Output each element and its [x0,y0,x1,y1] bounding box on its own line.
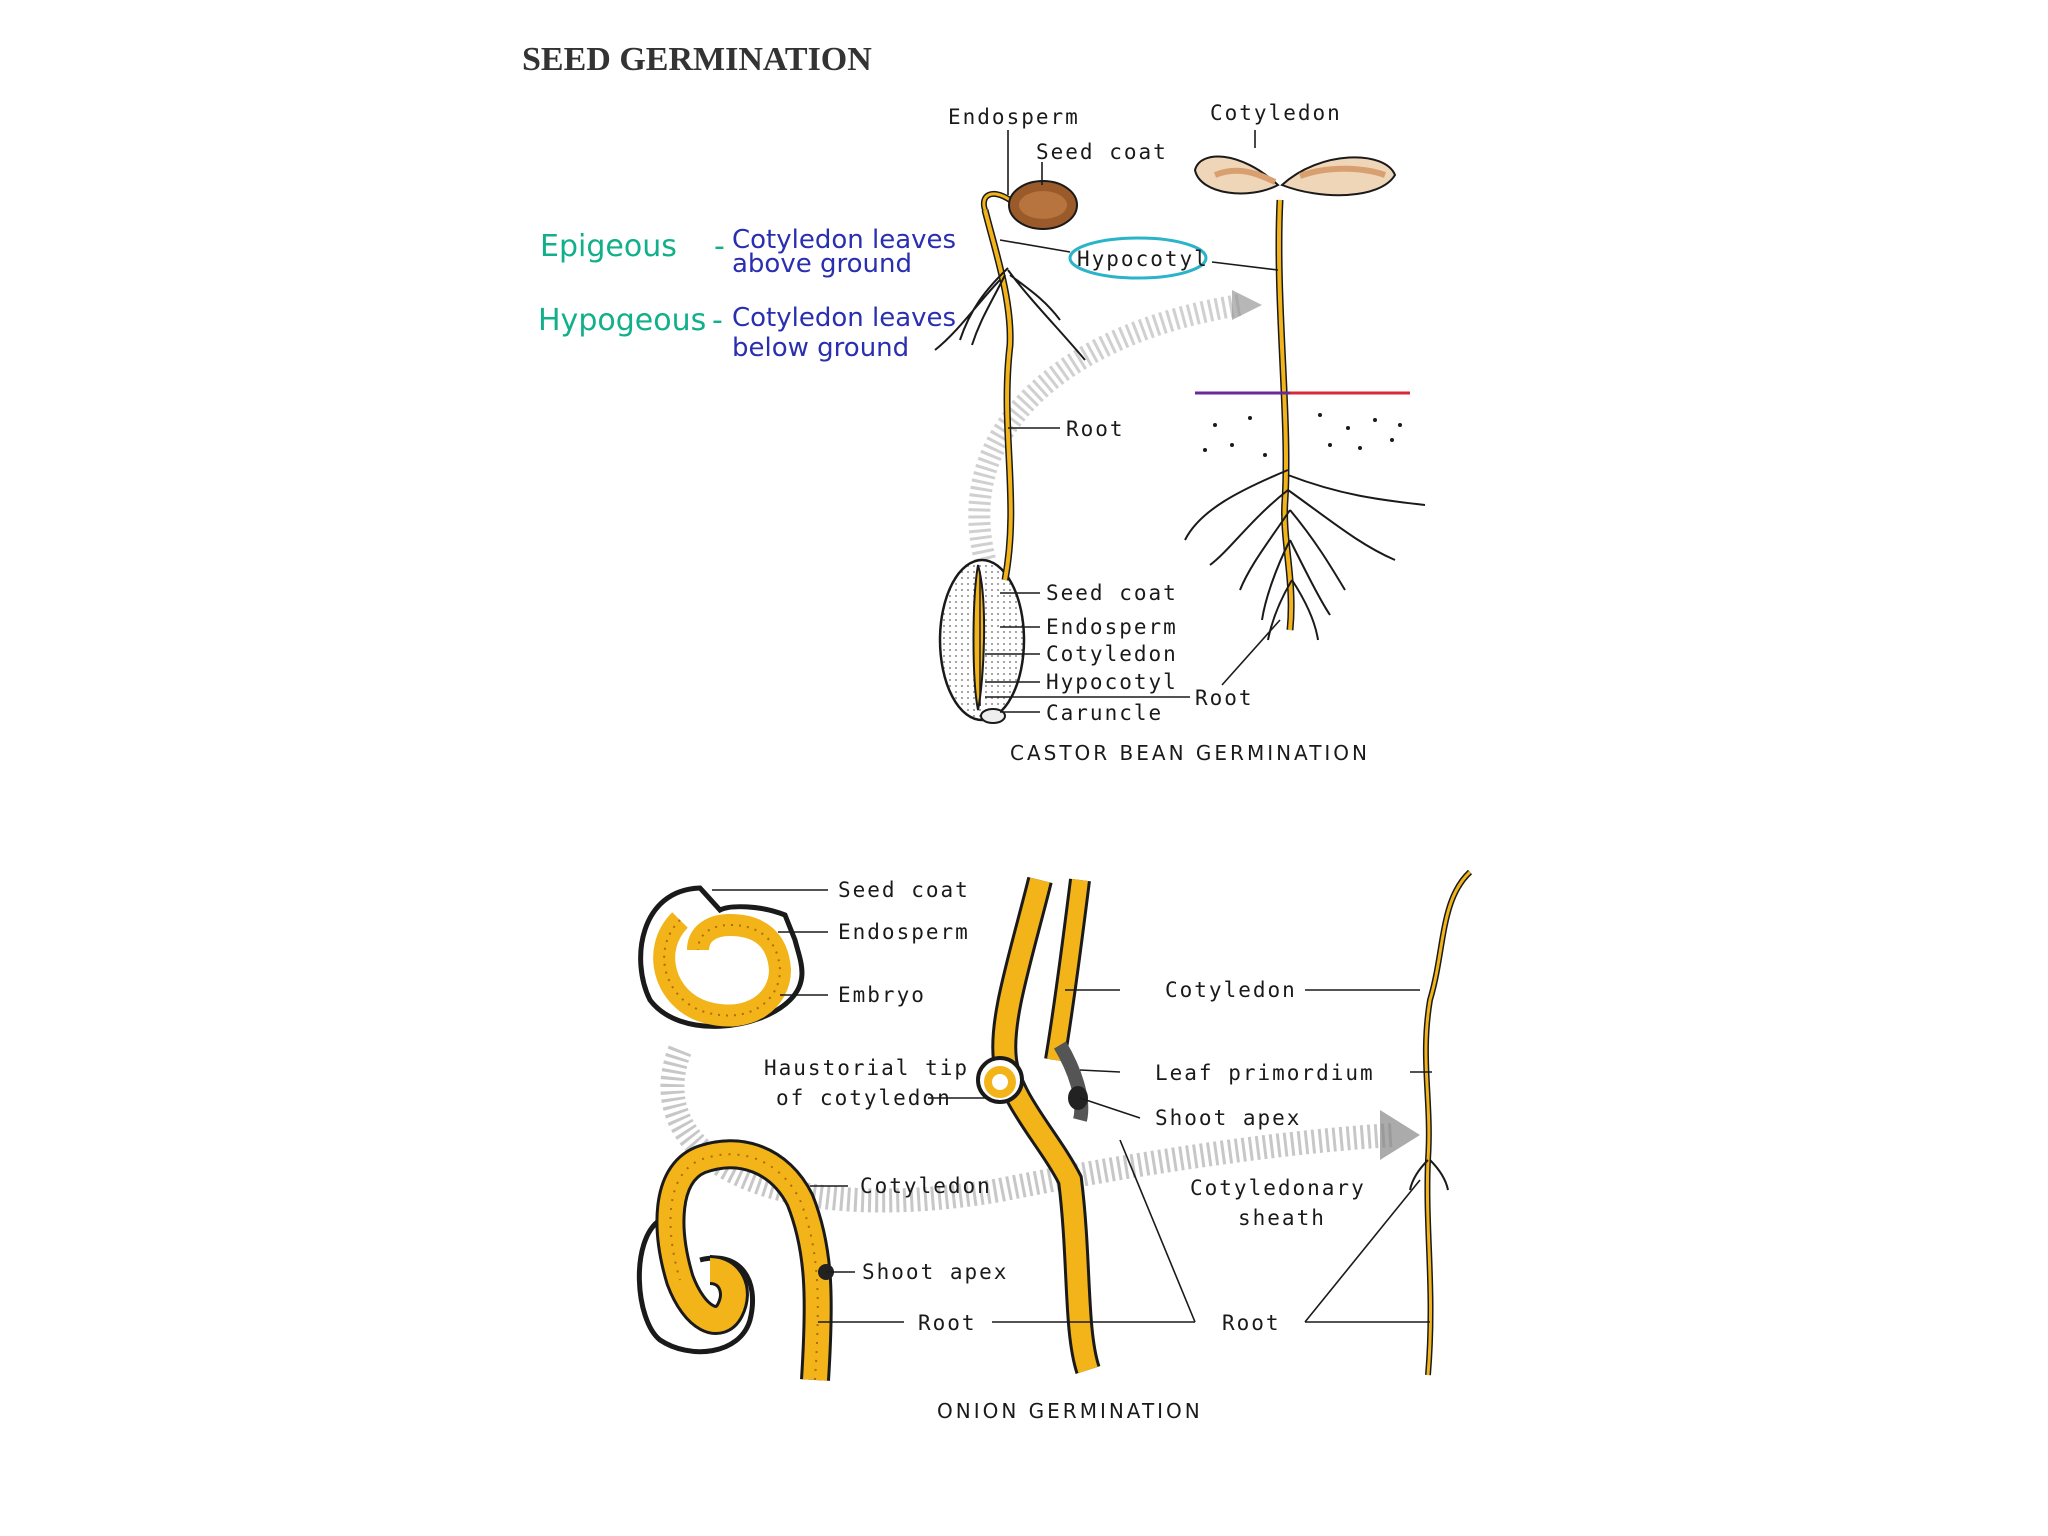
epigeous-line2: above ground [732,249,912,279]
castor-leader-lines [985,130,1281,713]
onion-label-cotyledonary-line1: Cotyledonary [1190,1176,1366,1200]
castor-growth-arrow [968,294,1242,563]
epigeous-dash: - [714,229,725,264]
epigeous-line1: Cotyledon leaves [732,225,956,255]
castor-caption: CASTOR BEAN GERMINATION [1010,741,1370,765]
onion-label-cotyledonary-line2: sheath [1238,1206,1326,1230]
castor-label-cotyledon-bottom: Cotyledon [1046,642,1178,666]
castor-label-endosperm-top: Endosperm [948,105,1080,129]
onion-section: Seed coat Endosperm Embryo Haustorial ti… [636,869,1473,1423]
hypocotyl-highlight-circle [1068,236,1208,280]
onion-label-endosperm: Endosperm [838,920,970,944]
castor-label-hypocotyl-mid: Hypocotyl [1077,247,1209,271]
onion-seed [638,885,805,1029]
castor-label-seed-coat-top: Seed coat [1036,140,1168,164]
onion-label-haustorial-line2: of cotyledon [776,1086,952,1110]
onion-seedling-left [636,1139,834,1381]
onion-label-leaf-primordium: Leaf primordium [1155,1061,1375,1085]
onion-label-shoot-apex-mid: Shoot apex [1155,1106,1301,1130]
onion-label-cotyledon-mid: Cotyledon [1165,978,1297,1002]
castor-seed-section [938,558,1026,724]
hypogeous-line2: below ground [732,333,909,363]
onion-label-root-right: Root [1222,1311,1281,1335]
onion-label-root-left: Root [918,1311,977,1335]
onion-growth-arrow [660,1045,1396,1213]
castor-label-seed-coat-bottom: Seed coat [1046,581,1178,605]
hypogeous-dash: - [712,303,723,338]
hypogeous-term: Hypogeous [538,303,706,338]
castor-label-root-right: Root [1195,686,1254,710]
onion-label-cotyledon-left: Cotyledon [860,1174,992,1198]
onion-label-seed-coat: Seed coat [838,878,970,902]
castor-label-root-mid: Root [1066,417,1125,441]
hypogeous-line1: Cotyledon leaves [732,303,956,333]
castor-seedling-mature [1184,155,1426,641]
handwritten-notes: Epigeous - Cotyledon leaves above ground… [538,225,956,363]
page-title: SEED GERMINATION [522,41,872,78]
epigeous-term: Epigeous [540,229,677,264]
onion-label-embryo: Embryo [838,983,926,1007]
onion-seedling-middle [976,876,1101,1375]
castor-label-endosperm-bottom: Endosperm [1046,615,1178,639]
castor-seedling-young [934,180,1086,581]
onion-label-shoot-apex-left: Shoot apex [862,1260,1008,1284]
castor-bean-section: Endosperm Seed coat Cotyledon Hypocotyl … [934,101,1426,765]
onion-label-haustorial-line1: Haustorial tip [764,1056,969,1080]
onion-seedling-mature [1409,869,1473,1376]
castor-label-cotyledon-top: Cotyledon [1210,101,1342,125]
onion-leader-lines [712,889,1432,1323]
castor-label-hypocotyl-bottom: Hypocotyl [1046,670,1178,694]
onion-caption: ONION GERMINATION [937,1399,1203,1423]
castor-label-caruncle: Caruncle [1046,701,1163,725]
